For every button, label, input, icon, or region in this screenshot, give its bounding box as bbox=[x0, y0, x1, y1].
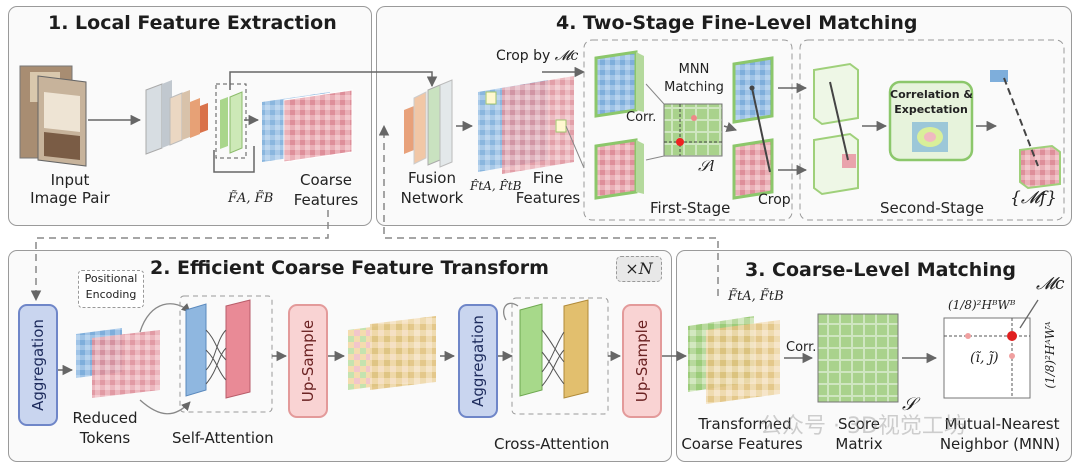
reduced-token-maps bbox=[76, 328, 160, 398]
corr-label-1: Corr. bbox=[626, 110, 657, 125]
mnn-label-1: Mutual-Nearest bbox=[944, 415, 1060, 433]
cnn-backbone bbox=[145, 80, 247, 159]
fusion-label-1: Fusion bbox=[408, 169, 456, 187]
m-f-label: {𝓜f} bbox=[1010, 188, 1057, 208]
mnn-matching-label-2: Matching bbox=[664, 80, 724, 95]
first-stage-result-patches bbox=[732, 56, 774, 200]
upsample-block-1: Up-Sample bbox=[288, 304, 328, 418]
input-label-2: Image Pair bbox=[30, 189, 110, 207]
watermark: 公众号 · 3D视觉工坊 bbox=[760, 414, 966, 439]
second-stage-label: Second-Stage bbox=[880, 199, 984, 217]
fine-label-1: Fine bbox=[532, 169, 564, 187]
aggregation-block-1: Aggregation bbox=[18, 304, 58, 426]
reduced-label-1: Reduced bbox=[72, 409, 138, 427]
cross-attention-block bbox=[511, 297, 609, 415]
coarse-label-1: Coarse bbox=[299, 171, 353, 189]
aggregation-label-1: Aggregation bbox=[29, 319, 48, 411]
transformed-math: F̃tA, F̃tB bbox=[728, 289, 784, 304]
upsample-block-2: Up-Sample bbox=[622, 304, 662, 418]
crop-by-math: 𝓜c bbox=[554, 48, 579, 64]
self-attention-block bbox=[179, 295, 273, 413]
s-l-label: 𝒮l bbox=[698, 157, 715, 175]
input-label-1: Input bbox=[50, 171, 90, 189]
crop-label: Crop bbox=[758, 192, 791, 208]
reduced-label-2: Tokens bbox=[79, 429, 131, 447]
upsample-label-1: Up-Sample bbox=[299, 319, 317, 403]
panel-title-2: 2. Efficient Coarse Feature Transform bbox=[150, 257, 549, 279]
positional-encoding-box: Positional Encoding bbox=[78, 270, 144, 308]
first-stage-patch-b bbox=[594, 138, 644, 200]
corr-label-2: Corr. bbox=[786, 340, 817, 355]
first-stage-patch-a bbox=[594, 50, 644, 118]
coarse-features-math: F̃A, F̃B bbox=[228, 191, 274, 206]
ij-label: (ĩ, j̃) bbox=[970, 350, 999, 366]
crop-by-text: Crop by bbox=[496, 48, 551, 64]
upsample-label-2: Up-Sample bbox=[633, 319, 651, 403]
fine-features-math: F̂tA, F̂tB bbox=[470, 179, 522, 193]
hawa-label: (1/8)²HᴬWᴬ bbox=[1043, 321, 1057, 389]
corr-exp-label-1: Correlation & bbox=[890, 88, 973, 101]
crop-by-label: Crop by 𝓜c bbox=[496, 48, 578, 65]
correlation-expectation-box bbox=[888, 80, 974, 162]
positional-label-2: Encoding bbox=[85, 288, 137, 301]
mnn-matrix bbox=[663, 103, 723, 157]
aggregation-label-2: Aggregation bbox=[469, 315, 488, 407]
fusion-network bbox=[404, 79, 453, 168]
score-label-1: Score bbox=[837, 415, 880, 433]
s-label: 𝒮 bbox=[902, 394, 916, 415]
cross-attention-label: Cross-Attention bbox=[494, 435, 610, 453]
corr-exp-label-2: Expectation bbox=[894, 103, 968, 116]
transformed-label-1: Transformed bbox=[698, 415, 792, 433]
aggregation-block-2: Aggregation bbox=[458, 304, 498, 418]
coarse-label-2: Features bbox=[293, 191, 359, 209]
coarse-feature-maps bbox=[262, 89, 353, 163]
fine-label-2: Features bbox=[515, 189, 581, 207]
second-stage-box bbox=[799, 39, 1065, 221]
score-label-2: Matrix bbox=[835, 435, 883, 453]
transformed-coarse-maps bbox=[688, 316, 780, 404]
upsampled-maps-1 bbox=[348, 316, 436, 390]
input-image-pair bbox=[19, 65, 87, 167]
panel-title-1: 1. Local Feature Extraction bbox=[48, 12, 337, 34]
first-stage-label: First-Stage bbox=[650, 199, 731, 217]
first-stage-box bbox=[583, 39, 793, 221]
transformed-label-2: Coarse Features bbox=[681, 435, 803, 453]
final-match-patches bbox=[990, 70, 1061, 190]
panel-title-4: 4. Two-Stage Fine-Level Matching bbox=[556, 12, 918, 34]
positional-label-1: Positional bbox=[84, 272, 138, 285]
second-stage-windows bbox=[813, 62, 859, 196]
score-matrix bbox=[817, 313, 899, 403]
mnn-plot bbox=[943, 317, 1031, 399]
mc-label: 𝓜c bbox=[1036, 274, 1065, 294]
repeat-badge: ×N bbox=[616, 256, 662, 282]
fusion-label-2: Network bbox=[400, 189, 464, 207]
fine-feature-maps bbox=[478, 76, 574, 174]
mnn-matching-label-1: MNN bbox=[678, 62, 710, 77]
hbwb-label: (1/8)²HᴮWᴮ bbox=[948, 298, 1016, 312]
mnn-label-2: Neighbor (MNN) bbox=[939, 435, 1061, 453]
self-attention-label: Self-Attention bbox=[172, 429, 274, 447]
panel-title-3: 3. Coarse-Level Matching bbox=[745, 259, 1016, 281]
